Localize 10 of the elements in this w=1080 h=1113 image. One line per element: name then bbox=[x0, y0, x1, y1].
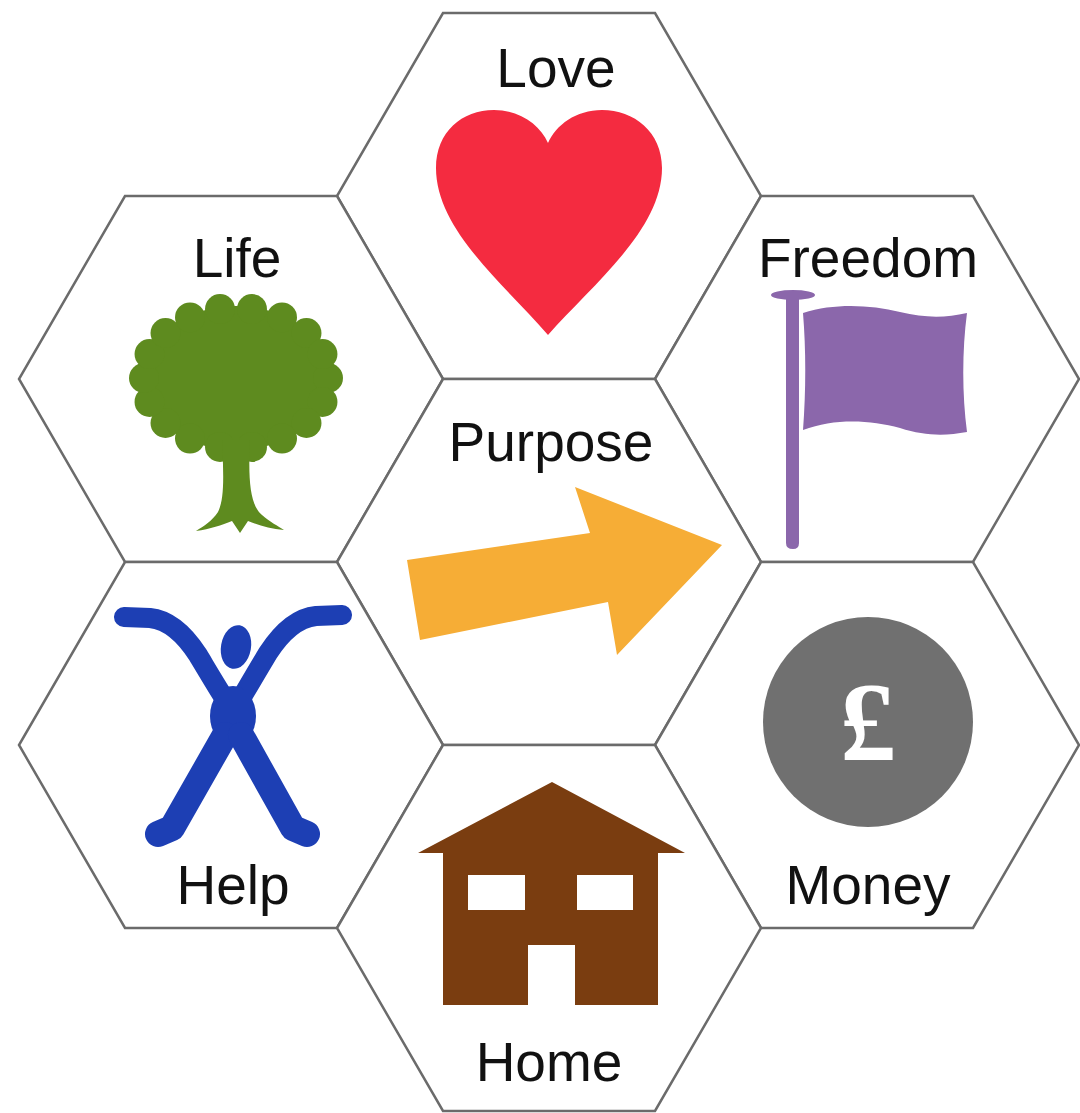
hexagon-tile bbox=[19, 562, 443, 928]
hexagon-tile bbox=[655, 196, 1079, 562]
tile-label: Home bbox=[475, 1034, 623, 1090]
hexagon-tile bbox=[337, 745, 761, 1111]
tile-label: Life bbox=[192, 230, 282, 286]
currency-symbol: £ bbox=[840, 666, 896, 778]
hexagon-tile bbox=[19, 196, 443, 562]
tile-label: Freedom bbox=[757, 230, 979, 286]
hexagon-tile bbox=[655, 562, 1079, 928]
tile-label: Love bbox=[496, 40, 616, 96]
